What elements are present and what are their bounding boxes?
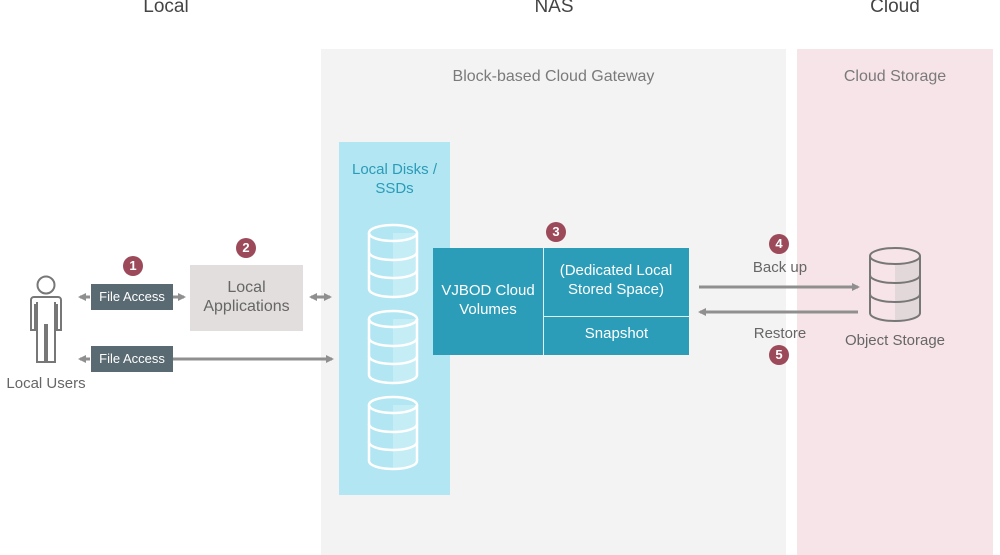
step-badge-3: 3	[546, 222, 566, 242]
object-storage-label: Object Storage	[844, 332, 946, 349]
vjbod-block: VJBOD Cloud Volumes (Dedicated Local Sto…	[433, 248, 689, 355]
local-users-label: Local Users	[6, 375, 86, 392]
snapshot-label: Snapshot	[584, 325, 649, 342]
person-icon	[30, 275, 62, 363]
vjbod-divider-vertical	[543, 248, 544, 355]
local-applications-box: Local Applications	[190, 265, 303, 331]
step-badge-1: 1	[123, 256, 143, 276]
object-storage-icon	[869, 247, 921, 322]
file-access-box-2: File Access	[91, 346, 173, 372]
column-header-nas: NAS	[534, 0, 574, 17]
disk-icons	[367, 223, 419, 471]
restore-label: Restore	[753, 325, 807, 342]
disk-icon	[367, 395, 419, 471]
vjbod-volumes-label: VJBOD Cloud Volumes	[441, 282, 535, 318]
dedicated-space-label: (Dedicated Local Stored Space)	[559, 262, 673, 298]
local-applications-label: Local Applications	[203, 279, 290, 315]
file-access-box-1: File Access	[91, 284, 173, 310]
gateway-panel-title: Block-based Cloud Gateway	[452, 68, 655, 85]
step-badge-4: 4	[769, 234, 789, 254]
step-badge-5: 5	[769, 345, 789, 365]
column-header-cloud: Cloud	[870, 0, 920, 17]
vjbod-divider-horizontal	[544, 316, 689, 317]
backup-label: Back up	[752, 259, 808, 276]
disk-icon	[367, 309, 419, 385]
disk-icon	[367, 223, 419, 299]
cloud-storage-panel-title: Cloud Storage	[843, 68, 947, 85]
local-disks-title: Local Disks / SSDs	[351, 161, 438, 197]
column-header-local: Local	[143, 0, 189, 17]
step-badge-2: 2	[236, 238, 256, 258]
